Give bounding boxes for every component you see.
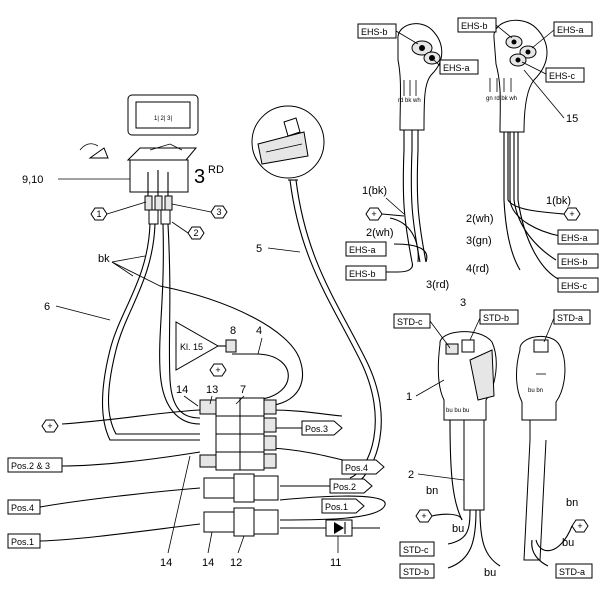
std-right-bu: bu: [562, 537, 574, 549]
ehs-left-handle: rd bk wh: [384, 23, 443, 273]
ehs-right-w2: 2(wh): [466, 213, 494, 225]
plus-icon: [209, 363, 227, 377]
diode: [325, 519, 353, 537]
std-right-tag-a: STD-a: [557, 313, 583, 323]
ehs-right-w4: 4(rd): [466, 263, 489, 275]
ehs-right-tag-c: EHS-c: [549, 71, 576, 81]
std-left-out-c: STD-c: [403, 545, 429, 555]
ehs-left-tag-b: EHS-b: [361, 27, 388, 37]
pos1-left-tag: Pos.1: [11, 537, 34, 547]
pos23-left-tag: Pos.2 & 3: [11, 461, 50, 471]
wire-label-bk: bk: [98, 253, 110, 265]
ehs-left-w2: 2(wh): [366, 227, 394, 239]
callout-8: 8: [230, 325, 236, 337]
svg-text:+: +: [421, 511, 426, 521]
fuse-block: [199, 397, 277, 471]
ehs-right-w1: 1(bk): [546, 195, 571, 207]
callout-9-10: 9,10: [22, 174, 43, 186]
plus-icon-left: [41, 419, 59, 433]
svg-text:3: 3: [216, 207, 221, 217]
callout-3rd: 3: [194, 166, 205, 188]
ehs-left-w1: 1(bk): [362, 185, 387, 197]
callout-7: 7: [240, 384, 246, 396]
ehs-left-w3: 3(rd): [426, 279, 449, 291]
callout-12: 12: [230, 557, 242, 569]
std-left-tag-c: STD-c: [397, 317, 423, 327]
callout-5: 5: [256, 243, 262, 255]
ehs-right-out-a: EHS-a: [561, 233, 588, 243]
ehs-left-tag-a: EHS-a: [443, 63, 470, 73]
switch-top-label: 1| 2| 3|: [154, 116, 172, 122]
pos4-right-tag: Pos.4: [345, 463, 368, 473]
ehs-left-pins: rd bk wh: [398, 98, 421, 104]
svg-text:+: +: [371, 209, 376, 219]
kl15-label: Kl. 15: [180, 342, 203, 352]
rotation-arrow-icon: [79, 143, 99, 151]
rocker-switch: 9,10 3 RD: [22, 143, 224, 196]
std-right-bn: bn: [566, 497, 578, 509]
switch-pin-callouts: 1 2 3: [90, 201, 228, 240]
callout-14-bottom-left: 14: [160, 557, 172, 569]
ehs-right-tag-a: EHS-a: [557, 25, 584, 35]
std-left-bn: bn: [426, 485, 438, 497]
std-left-tag-b: STD-b: [483, 313, 509, 323]
callout-14-top: 14: [176, 384, 188, 396]
std-left-num1: 1: [406, 391, 412, 403]
callout-15: 15: [566, 113, 578, 125]
std-left-bu: bu: [452, 523, 464, 535]
callout-11: 11: [330, 557, 341, 569]
std-left-out-b: STD-b: [403, 567, 429, 577]
switch-top-view: 1| 2| 3|: [127, 94, 199, 136]
kl15-triangle: Kl. 15 8 4: [175, 321, 263, 371]
svg-text:+: +: [569, 209, 574, 219]
pos2-right-tag: Pos.2: [333, 482, 356, 492]
ehs-left-out-a: EHS-a: [349, 245, 376, 255]
std-left-bu2: bu: [484, 567, 496, 579]
std-left-pins: bu bu bu: [446, 408, 469, 414]
switch-connectors: [144, 195, 173, 225]
callout-14-bottom: 14: [202, 557, 214, 569]
relays: [203, 473, 279, 537]
ehs-right-out-c: EHS-c: [561, 281, 588, 291]
pos4-left-tag: Pos.4: [11, 503, 34, 513]
svg-text:+: +: [215, 365, 220, 375]
detail-view: [251, 105, 325, 179]
pos-tags: Pos.3 Pos.4 Pos.2 Pos.1 Pos.2 & 3 Pos.4 …: [7, 420, 385, 549]
std-left-num2: 2: [408, 469, 414, 481]
callout-13: 13: [206, 384, 218, 396]
pos1-right-tag: Pos.1: [325, 502, 348, 512]
std-right-out-a: STD-a: [559, 567, 585, 577]
callout-6: 6: [44, 301, 50, 313]
ehs-left-out-b: EHS-b: [349, 269, 376, 279]
callout-4: 4: [256, 325, 262, 337]
ehs-right-out-b: EHS-b: [561, 257, 588, 267]
std-left-handle: bu bu bu: [431, 331, 501, 569]
callout-rd-sup: RD: [208, 164, 224, 176]
ehs-right-pins: gn rd bk wh: [486, 96, 517, 102]
pos3-tag: Pos.3: [305, 424, 328, 434]
svg-text:1: 1: [96, 209, 101, 219]
std-right-handle: bu bn: [516, 335, 573, 567]
std-right-pins: bu bn: [528, 388, 543, 394]
svg-text:+: +: [577, 521, 582, 531]
ehs-right-w3: 3(gn): [466, 235, 492, 247]
svg-text:+: +: [47, 421, 52, 431]
ehs-right-handle: gn rd bk wh: [486, 19, 565, 281]
svg-text:2: 2: [193, 228, 198, 238]
std-left-num3: 3: [460, 297, 466, 309]
ehs-right-tag-b: EHS-b: [461, 21, 488, 31]
